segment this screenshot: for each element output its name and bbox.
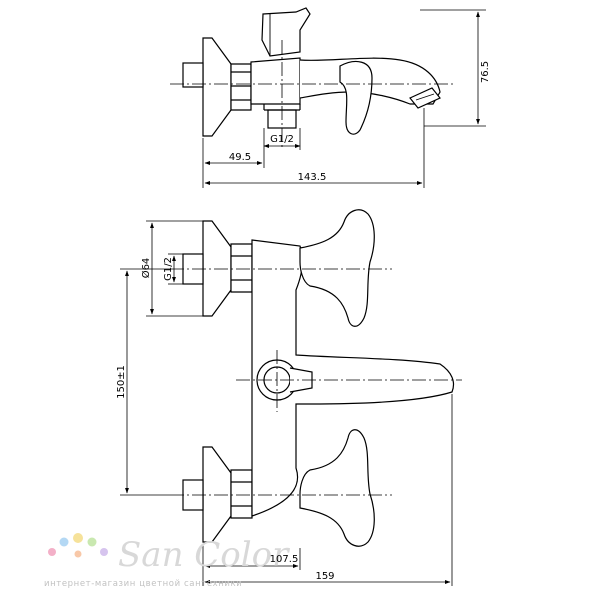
main-body — [251, 239, 455, 517]
upper-wall-flange — [202, 220, 232, 317]
dim-spout-length: 143.5 — [298, 172, 327, 183]
watermark-dot — [87, 537, 97, 547]
top-dimensions — [202, 9, 486, 188]
watermark-dot — [73, 533, 83, 543]
bottom-dimensions — [120, 220, 453, 586]
watermark-brand: San Color — [118, 535, 290, 575]
lower-hex-nut — [230, 469, 253, 519]
top-centerlines — [170, 40, 456, 148]
lower-handle — [299, 429, 375, 547]
dim-body-depth: 107.5 — [270, 554, 299, 565]
dim-total-depth: 159 — [315, 571, 334, 582]
top-hex-nut — [230, 63, 252, 111]
watermark-tagline: интернет-магазин цветной сантехники — [44, 579, 242, 589]
upper-hex-nut — [230, 243, 253, 293]
lower-wall-flange — [202, 446, 232, 543]
top-wall-flange — [202, 37, 232, 137]
watermark-dot — [48, 548, 56, 556]
watermark-dot — [74, 550, 82, 558]
top-spout-tip — [409, 87, 441, 109]
top-inlet-pipe — [182, 62, 204, 88]
dim-center-distance: 150±1 — [116, 365, 127, 399]
dim-inlet-offset: 49.5 — [229, 152, 251, 163]
top-body — [250, 57, 301, 105]
watermark-dot — [100, 548, 108, 556]
dim-thread-side: G1/2 — [163, 257, 174, 281]
top-view — [182, 7, 441, 137]
dim-flange-diameter: Ø64 — [140, 258, 152, 279]
watermark-dot — [59, 537, 69, 547]
bottom-view — [182, 209, 455, 547]
top-diverter — [339, 60, 373, 135]
upper-handle — [299, 209, 375, 327]
bottom-centerlines — [170, 268, 462, 496]
dim-thread-top: G1/2 — [270, 134, 294, 145]
watermark: San Color интернет-магазин цветной санте… — [44, 533, 290, 589]
top-lever — [261, 7, 311, 57]
dim-top-height: 76.5 — [480, 61, 491, 83]
